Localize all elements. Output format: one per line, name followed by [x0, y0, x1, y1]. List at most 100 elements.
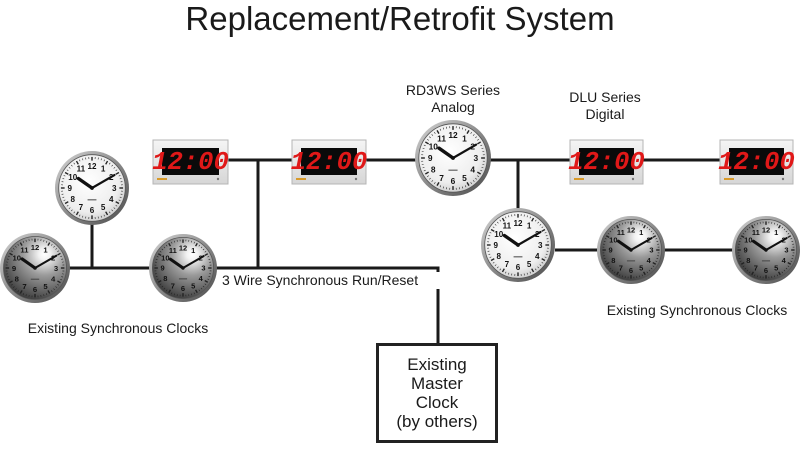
master-line-1: Existing — [407, 355, 467, 374]
clock-numeral: 12 — [513, 219, 523, 228]
clock-numeral: 10 — [13, 253, 22, 262]
hour-hand — [168, 257, 185, 270]
clock-numeral: 4 — [782, 256, 787, 265]
master-clock-box: Existing Master Clock (by others) — [376, 343, 498, 443]
hour-hand — [751, 239, 768, 252]
hour-hand — [76, 176, 94, 190]
existing-clock-left-1: 123456789101112 — [0, 233, 70, 303]
clock-numeral: 4 — [199, 274, 204, 283]
digital-clock-1: 12:00 — [152, 139, 229, 185]
clock-numeral: 12 — [762, 225, 770, 234]
hour-hand — [20, 257, 37, 270]
clock-numeral: 3 — [201, 264, 205, 273]
clock-numeral: 3 — [538, 241, 543, 250]
wire-to-master — [183, 266, 440, 343]
clock-numeral: 5 — [43, 282, 48, 291]
clock-numeral: 7 — [754, 263, 758, 272]
digital-clock-4: 12:00 — [718, 139, 795, 185]
clock-numeral: 10 — [429, 142, 439, 152]
wire-type-label: 3 Wire Synchronous Run/Reset — [222, 272, 442, 289]
clock-numeral: 8 — [15, 274, 20, 283]
clock-numeral: 9 — [68, 184, 73, 193]
minute-hand — [764, 237, 788, 252]
hour-hand — [502, 233, 520, 247]
clock-numeral: 5 — [101, 203, 106, 212]
clock-numeral: 8 — [71, 195, 76, 204]
clock-numeral: 11 — [437, 133, 446, 143]
clock-numeral: 9 — [161, 264, 165, 273]
clock-numeral: 12 — [87, 162, 97, 171]
digital-clock-2: 12:00 — [291, 139, 368, 185]
clock-numeral: 7 — [505, 260, 510, 269]
clock-numeral: 6 — [33, 285, 37, 294]
rd3ws-series-name: RD3WS Series — [405, 82, 501, 98]
clock-numeral: 3 — [54, 264, 58, 273]
master-line-2: Master — [411, 374, 463, 393]
clock-numeral: 5 — [462, 173, 467, 183]
clock-numeral: 10 — [68, 173, 78, 182]
clock-numeral: 6 — [90, 206, 95, 215]
clock-numeral: 4 — [51, 274, 56, 283]
clock-numeral: 6 — [451, 176, 456, 186]
led-readout: 12:00 — [718, 148, 795, 177]
analog-clock-replacement-left: 123456789101112 — [55, 151, 129, 225]
master-line-3: Clock — [415, 393, 459, 412]
clock-numeral: 1 — [774, 228, 778, 237]
existing-clock-right-1: 123456789101112 — [597, 216, 665, 284]
existing-clocks-right-label: Existing Synchronous Clocks — [606, 302, 788, 318]
clock-numeral: 6 — [516, 263, 521, 272]
led-readout: 12:00 — [152, 148, 229, 177]
clock-numeral: 3 — [784, 246, 788, 255]
clock-numeral: 12 — [448, 130, 458, 140]
clock-numeral: 3 — [112, 184, 117, 193]
clock-numeral: 12 — [31, 243, 40, 252]
led-readout: 12:00 — [291, 148, 368, 177]
clock-numeral: 9 — [12, 264, 16, 273]
clock-numeral: 12 — [179, 243, 187, 252]
clock-numeral: 7 — [22, 282, 26, 291]
clock-numeral: 5 — [639, 263, 643, 272]
clock-numeral: 4 — [470, 164, 475, 174]
clock-numeral: 9 — [428, 153, 433, 163]
existing-clock-left-2: 123456789101112 — [149, 234, 217, 302]
clock-numeral: 7 — [171, 281, 175, 290]
clock-numeral: 6 — [764, 266, 768, 275]
clock-numeral: 11 — [20, 246, 29, 255]
analog-clock-rd3ws: 123456789101112 — [415, 120, 491, 196]
hour-hand — [616, 239, 633, 252]
clock-numeral: 5 — [527, 260, 532, 269]
master-line-4: (by others) — [396, 412, 478, 431]
minute-hand — [629, 237, 653, 252]
clock-numeral: 1 — [639, 228, 643, 237]
clock-numeral: 3 — [473, 153, 478, 163]
clock-numeral: 4 — [647, 256, 652, 265]
clock-numeral: 8 — [431, 164, 436, 174]
dlu-series-type: Digital — [585, 106, 625, 122]
dlu-series-label: DLU Series Digital — [545, 89, 665, 123]
dlu-series-name: DLU Series — [569, 89, 641, 105]
clock-numeral: 1 — [43, 246, 48, 255]
rd3ws-series-type: Analog — [431, 99, 475, 115]
clock-numeral: 11 — [77, 165, 86, 174]
clock-numeral: 12 — [627, 225, 635, 234]
clock-numeral: 9 — [609, 246, 613, 255]
existing-clocks-left-label: Existing Synchronous Clocks — [27, 320, 209, 336]
digital-clock-dlu: 12:00 — [568, 139, 645, 185]
clock-numeral: 11 — [503, 222, 512, 231]
analog-clock-replacement-right: 123456789101112 — [481, 208, 555, 282]
clock-numeral: 9 — [494, 241, 499, 250]
minute-hand — [90, 173, 116, 190]
diagram-title: Replacement/Retrofit System — [185, 0, 615, 37]
existing-clock-right-2: 123456789101112 — [732, 216, 800, 284]
clock-numeral: 11 — [752, 228, 760, 237]
clock-numeral: 4 — [109, 195, 114, 204]
clock-numeral: 1 — [191, 246, 195, 255]
hour-hand — [437, 146, 455, 160]
clock-numeral: 10 — [161, 254, 169, 263]
clock-numeral: 7 — [619, 263, 623, 272]
clock-numeral: 7 — [79, 203, 84, 212]
rd3ws-series-label: RD3WS Series Analog — [390, 82, 516, 116]
clock-numeral: 8 — [746, 256, 750, 265]
